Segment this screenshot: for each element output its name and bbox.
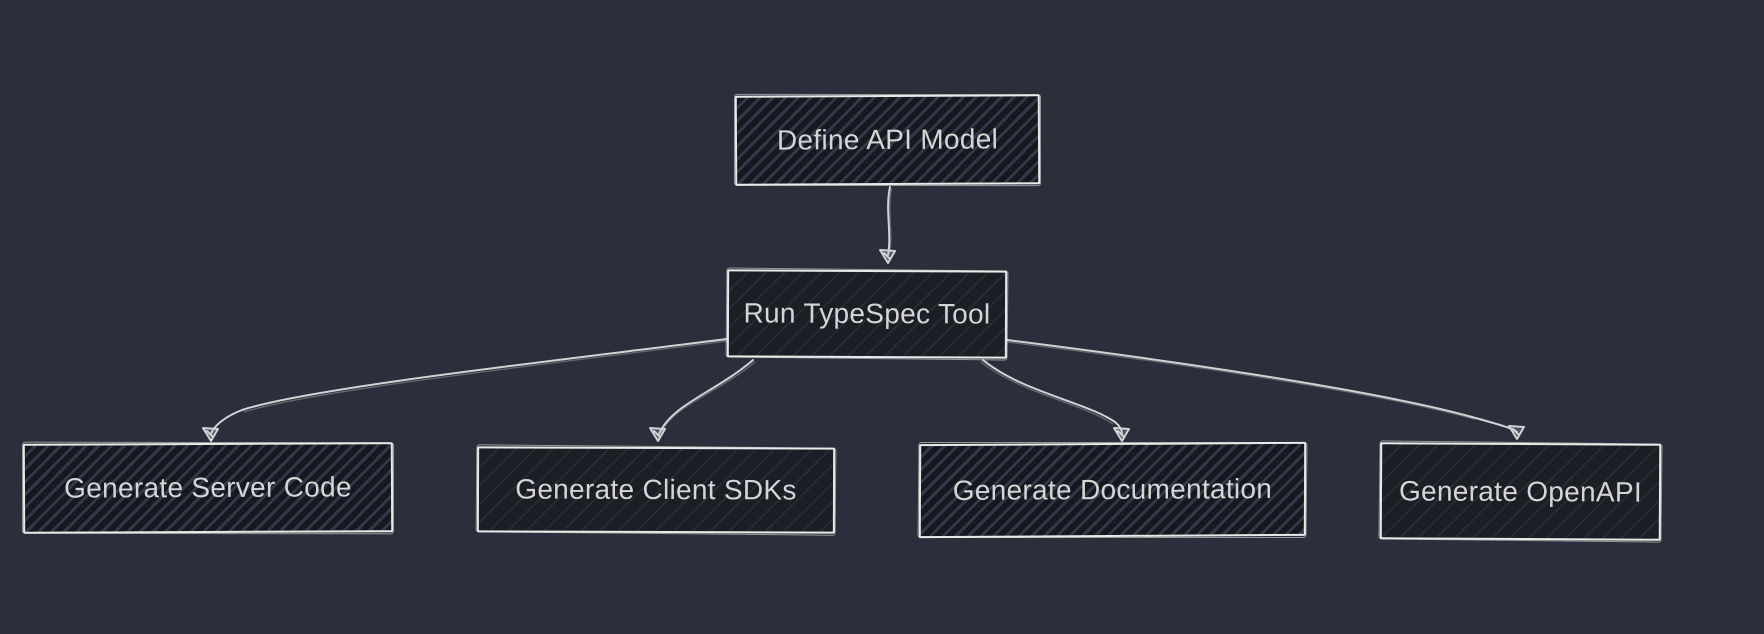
- arrowhead-icon: [879, 249, 896, 264]
- node-label: Define API Model: [776, 123, 999, 156]
- node-generate-client-sdks: Generate Client SDKs: [476, 446, 836, 534]
- edge-run-to-docs: [980, 359, 1130, 442]
- node-label: Generate Documentation: [952, 473, 1273, 506]
- node-generate-openapi: Generate OpenAPI: [1379, 442, 1662, 541]
- node-run-typespec-tool: Run TypeSpec Tool: [726, 269, 1008, 359]
- node-label: Run TypeSpec Tool: [743, 297, 991, 330]
- node-label: Generate OpenAPI: [1398, 474, 1643, 508]
- arrowhead-icon: [1508, 425, 1525, 440]
- arrowhead-icon: [649, 427, 666, 442]
- node-label: Generate Server Code: [64, 471, 352, 504]
- node-generate-server-code: Generate Server Code: [22, 442, 394, 534]
- node-label: Generate Client SDKs: [515, 473, 797, 506]
- edge-define-to-run: [879, 186, 896, 264]
- arrowhead-icon: [1113, 427, 1130, 442]
- edge-run-to-openapi: [1006, 339, 1525, 440]
- node-generate-documentation: Generate Documentation: [918, 441, 1307, 539]
- arrowhead-icon: [202, 427, 219, 442]
- edge-run-to-sdks: [649, 359, 756, 442]
- edge-run-to-server: [202, 338, 728, 442]
- node-define-api-model: Define API Model: [734, 94, 1041, 186]
